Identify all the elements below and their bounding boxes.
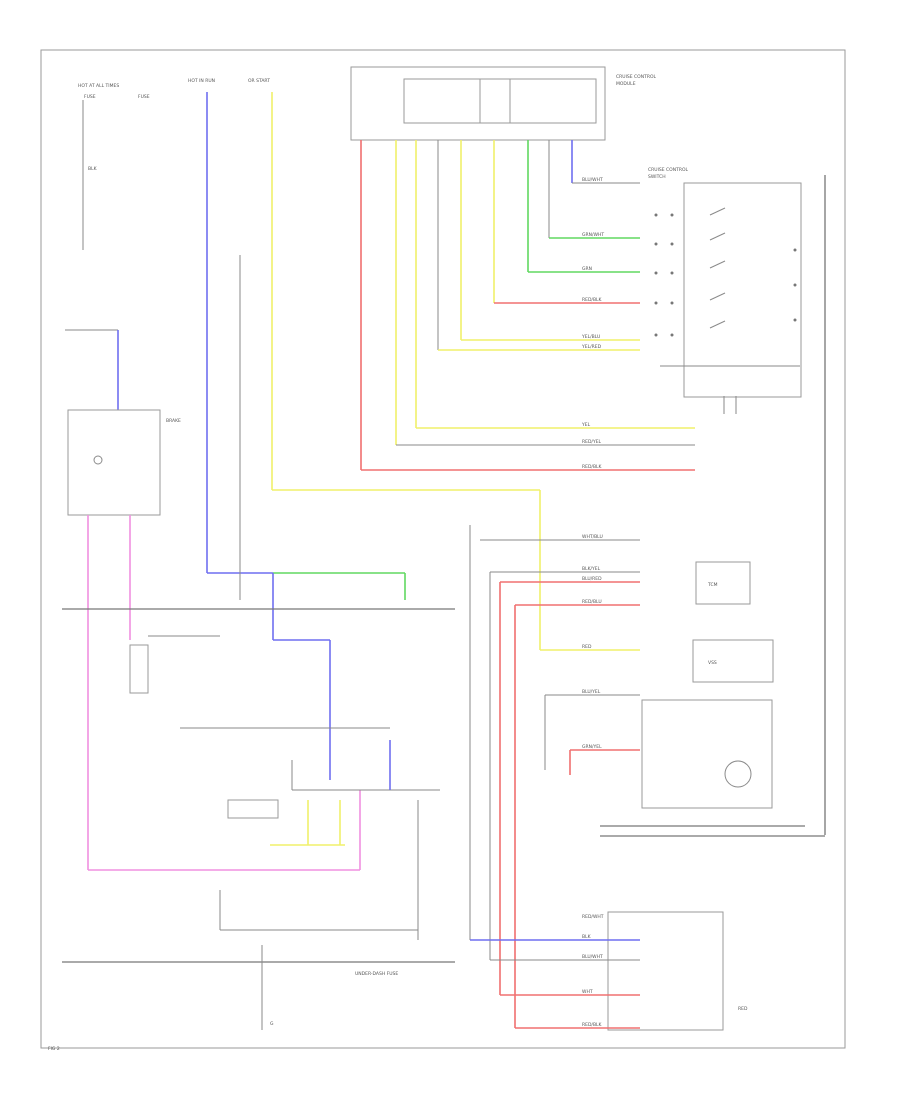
label-pin20: WHT (582, 989, 593, 995)
label-switch-sub: SWITCH (648, 174, 666, 180)
cruise-switch-outline (683, 182, 802, 398)
label-pin14: RED (582, 644, 592, 650)
top-connector-outline (350, 66, 606, 141)
switch-contacts (654, 207, 800, 414)
label-module-sub: MODULE (616, 81, 636, 87)
label-pin3: GRN (582, 266, 592, 272)
label-brake: BRAKE (166, 418, 181, 424)
label-pin1: BLU/WHT (582, 177, 603, 183)
top-connector-cell-c (509, 78, 597, 124)
ignition-feed (206, 92, 640, 780)
tcm-box (695, 561, 751, 605)
label-module-title: CRUISE CONTROL (616, 74, 656, 80)
label-pin2: GRN/WHT (582, 232, 604, 238)
label-pin6: YEL/RED (581, 344, 602, 350)
label-pin18: BLK (582, 934, 592, 940)
label-pin15: BLU/YEL (582, 689, 601, 695)
label-tcm: TCM (707, 582, 718, 588)
label-under-dash: UNDER-DASH FUSE (355, 971, 398, 977)
label-pin8: RED/YEL (582, 439, 602, 445)
label-pin7: YEL (581, 422, 591, 428)
top-left-fuse-block: HOT AT ALL TIMES FUSE FUSE BLK HOT IN RU… (78, 78, 270, 250)
actuator-motor (724, 760, 752, 788)
right-components: TCM VSS WHT/BLU BLK/YEL BLU/RED RED/BLU … (469, 525, 774, 1031)
label-pin22: RED (738, 1006, 748, 1012)
label-switch-title: CRUISE CONTROL (648, 167, 688, 173)
label-pin11: BLK/YEL (582, 566, 601, 572)
cruise-switch-box: CRUISE CONTROL SWITCH (600, 167, 826, 837)
top-connector-block: CRUISE CONTROL MODULE (350, 66, 656, 141)
label-pin5: YEL/BLU (581, 334, 600, 340)
label-hot-in-run: HOT IN RUN (188, 78, 215, 84)
label-pin13: RED/BLU (582, 599, 602, 605)
label-pin9: RED/BLK (582, 464, 603, 470)
label-vss: VSS (708, 660, 717, 666)
actuator-box (641, 699, 773, 809)
label-pin16: GRN/YEL (582, 744, 602, 750)
top-vertical-wires (360, 140, 573, 470)
label-fuse-b: FUSE (138, 94, 150, 100)
label-fuse-a: FUSE (84, 94, 96, 100)
lower-switch-cluster: G (180, 727, 440, 1030)
label-pin21: RED/BLK (582, 1022, 603, 1028)
resistor-block (227, 799, 279, 819)
footer-label: FIG 2 (48, 1046, 60, 1052)
label-hot-at-all-times: HOT AT ALL TIMES (78, 83, 119, 89)
label-pin4: RED/BLK (582, 297, 603, 303)
diagram-border (40, 49, 846, 1049)
label-left-blk: BLK (88, 166, 98, 172)
brake-relay-area: BRAKE (65, 329, 361, 871)
label-or-start: OR START (248, 78, 270, 84)
relay-coil (129, 644, 149, 694)
switch-feed-wires: BLU/WHT GRN/WHT GRN RED/BLK YEL/BLU YEL/… (361, 177, 695, 471)
top-connector-cell-a (403, 78, 481, 124)
label-ground: G (270, 1021, 274, 1027)
brake-relay-box (67, 409, 161, 516)
label-pin17: RED/WHT (582, 914, 604, 920)
top-connector-cell-b (479, 78, 511, 124)
label-pin19: BLU/WHT (582, 954, 603, 960)
label-pin10: WHT/BLU (582, 534, 603, 540)
vss-box (692, 639, 774, 683)
main-switch-box (607, 911, 724, 1031)
label-pin12: BLU/RED (582, 576, 602, 582)
